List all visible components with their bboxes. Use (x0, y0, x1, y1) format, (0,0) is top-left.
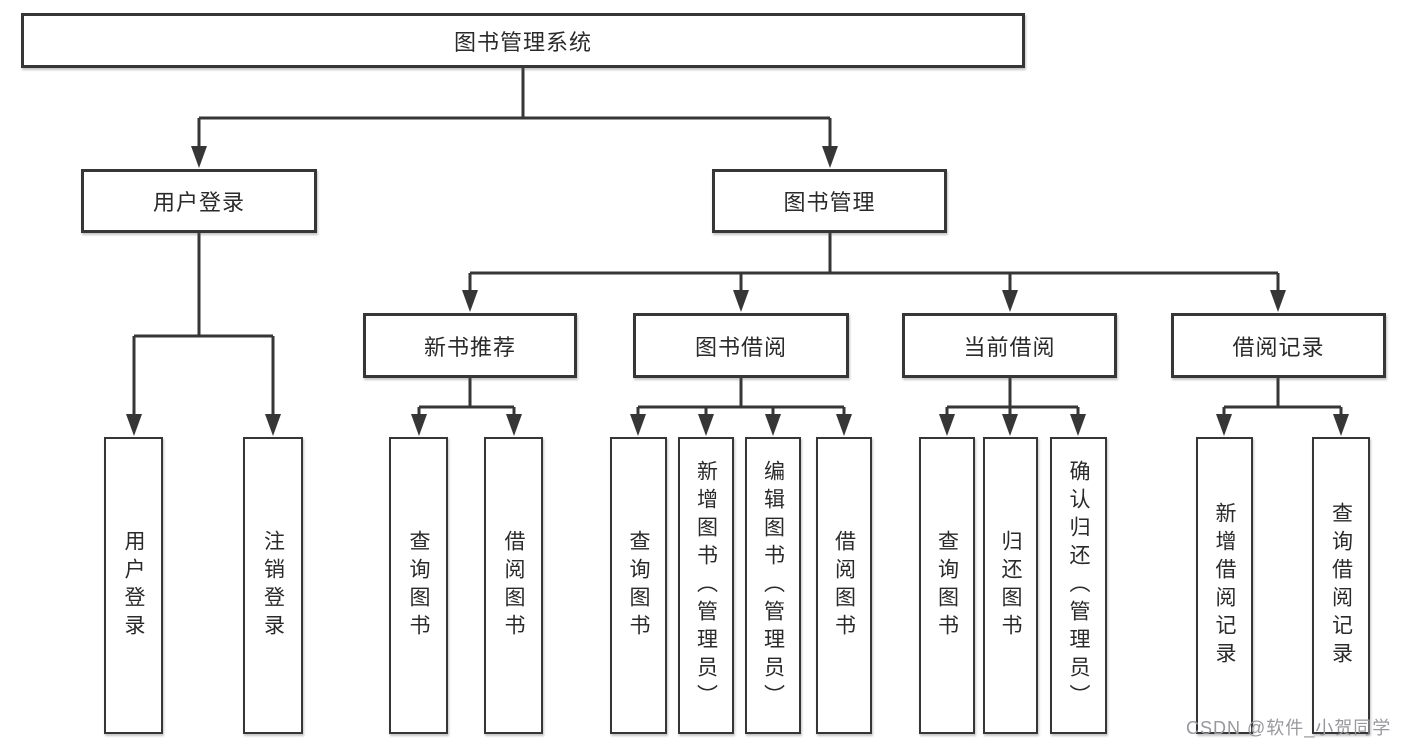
csdn-watermark: CSDN @软件_小贺同学 (1186, 718, 1392, 738)
leaf-query-borrow-record: 查询借阅记录 (1312, 437, 1370, 734)
node-new-book-recommend: 新书推荐 (363, 313, 577, 378)
node-current-borrow: 当前借阅 (902, 313, 1117, 378)
node-book-management: 图书管理 (712, 169, 947, 233)
leaf-query-books-recommend: 查询图书 (389, 437, 448, 734)
leaf-query-books-current: 查询图书 (919, 437, 975, 734)
node-library-system: 图书管理系统 (21, 13, 1025, 68)
leaf-edit-books-admin: 编辑图书（管理员） (745, 437, 801, 734)
leaf-add-borrow-record: 新增借阅记录 (1196, 437, 1253, 734)
node-user-login: 用户登录 (81, 169, 317, 233)
leaf-query-books-borrow: 查询图书 (610, 437, 667, 734)
leaf-borrow-books-recommend: 借阅图书 (484, 437, 543, 734)
leaf-return-books: 归还图书 (983, 437, 1038, 734)
node-borrow-records: 借阅记录 (1171, 313, 1386, 378)
leaf-borrow-books: 借阅图书 (816, 437, 872, 734)
node-book-borrow: 图书借阅 (633, 313, 849, 378)
leaf-add-books-admin: 新增图书（管理员） (678, 437, 734, 734)
leaf-user-login: 用户登录 (104, 437, 163, 734)
leaf-confirm-return-admin: 确认归还（管理员） (1050, 437, 1107, 734)
leaf-logout: 注销登录 (243, 437, 303, 734)
